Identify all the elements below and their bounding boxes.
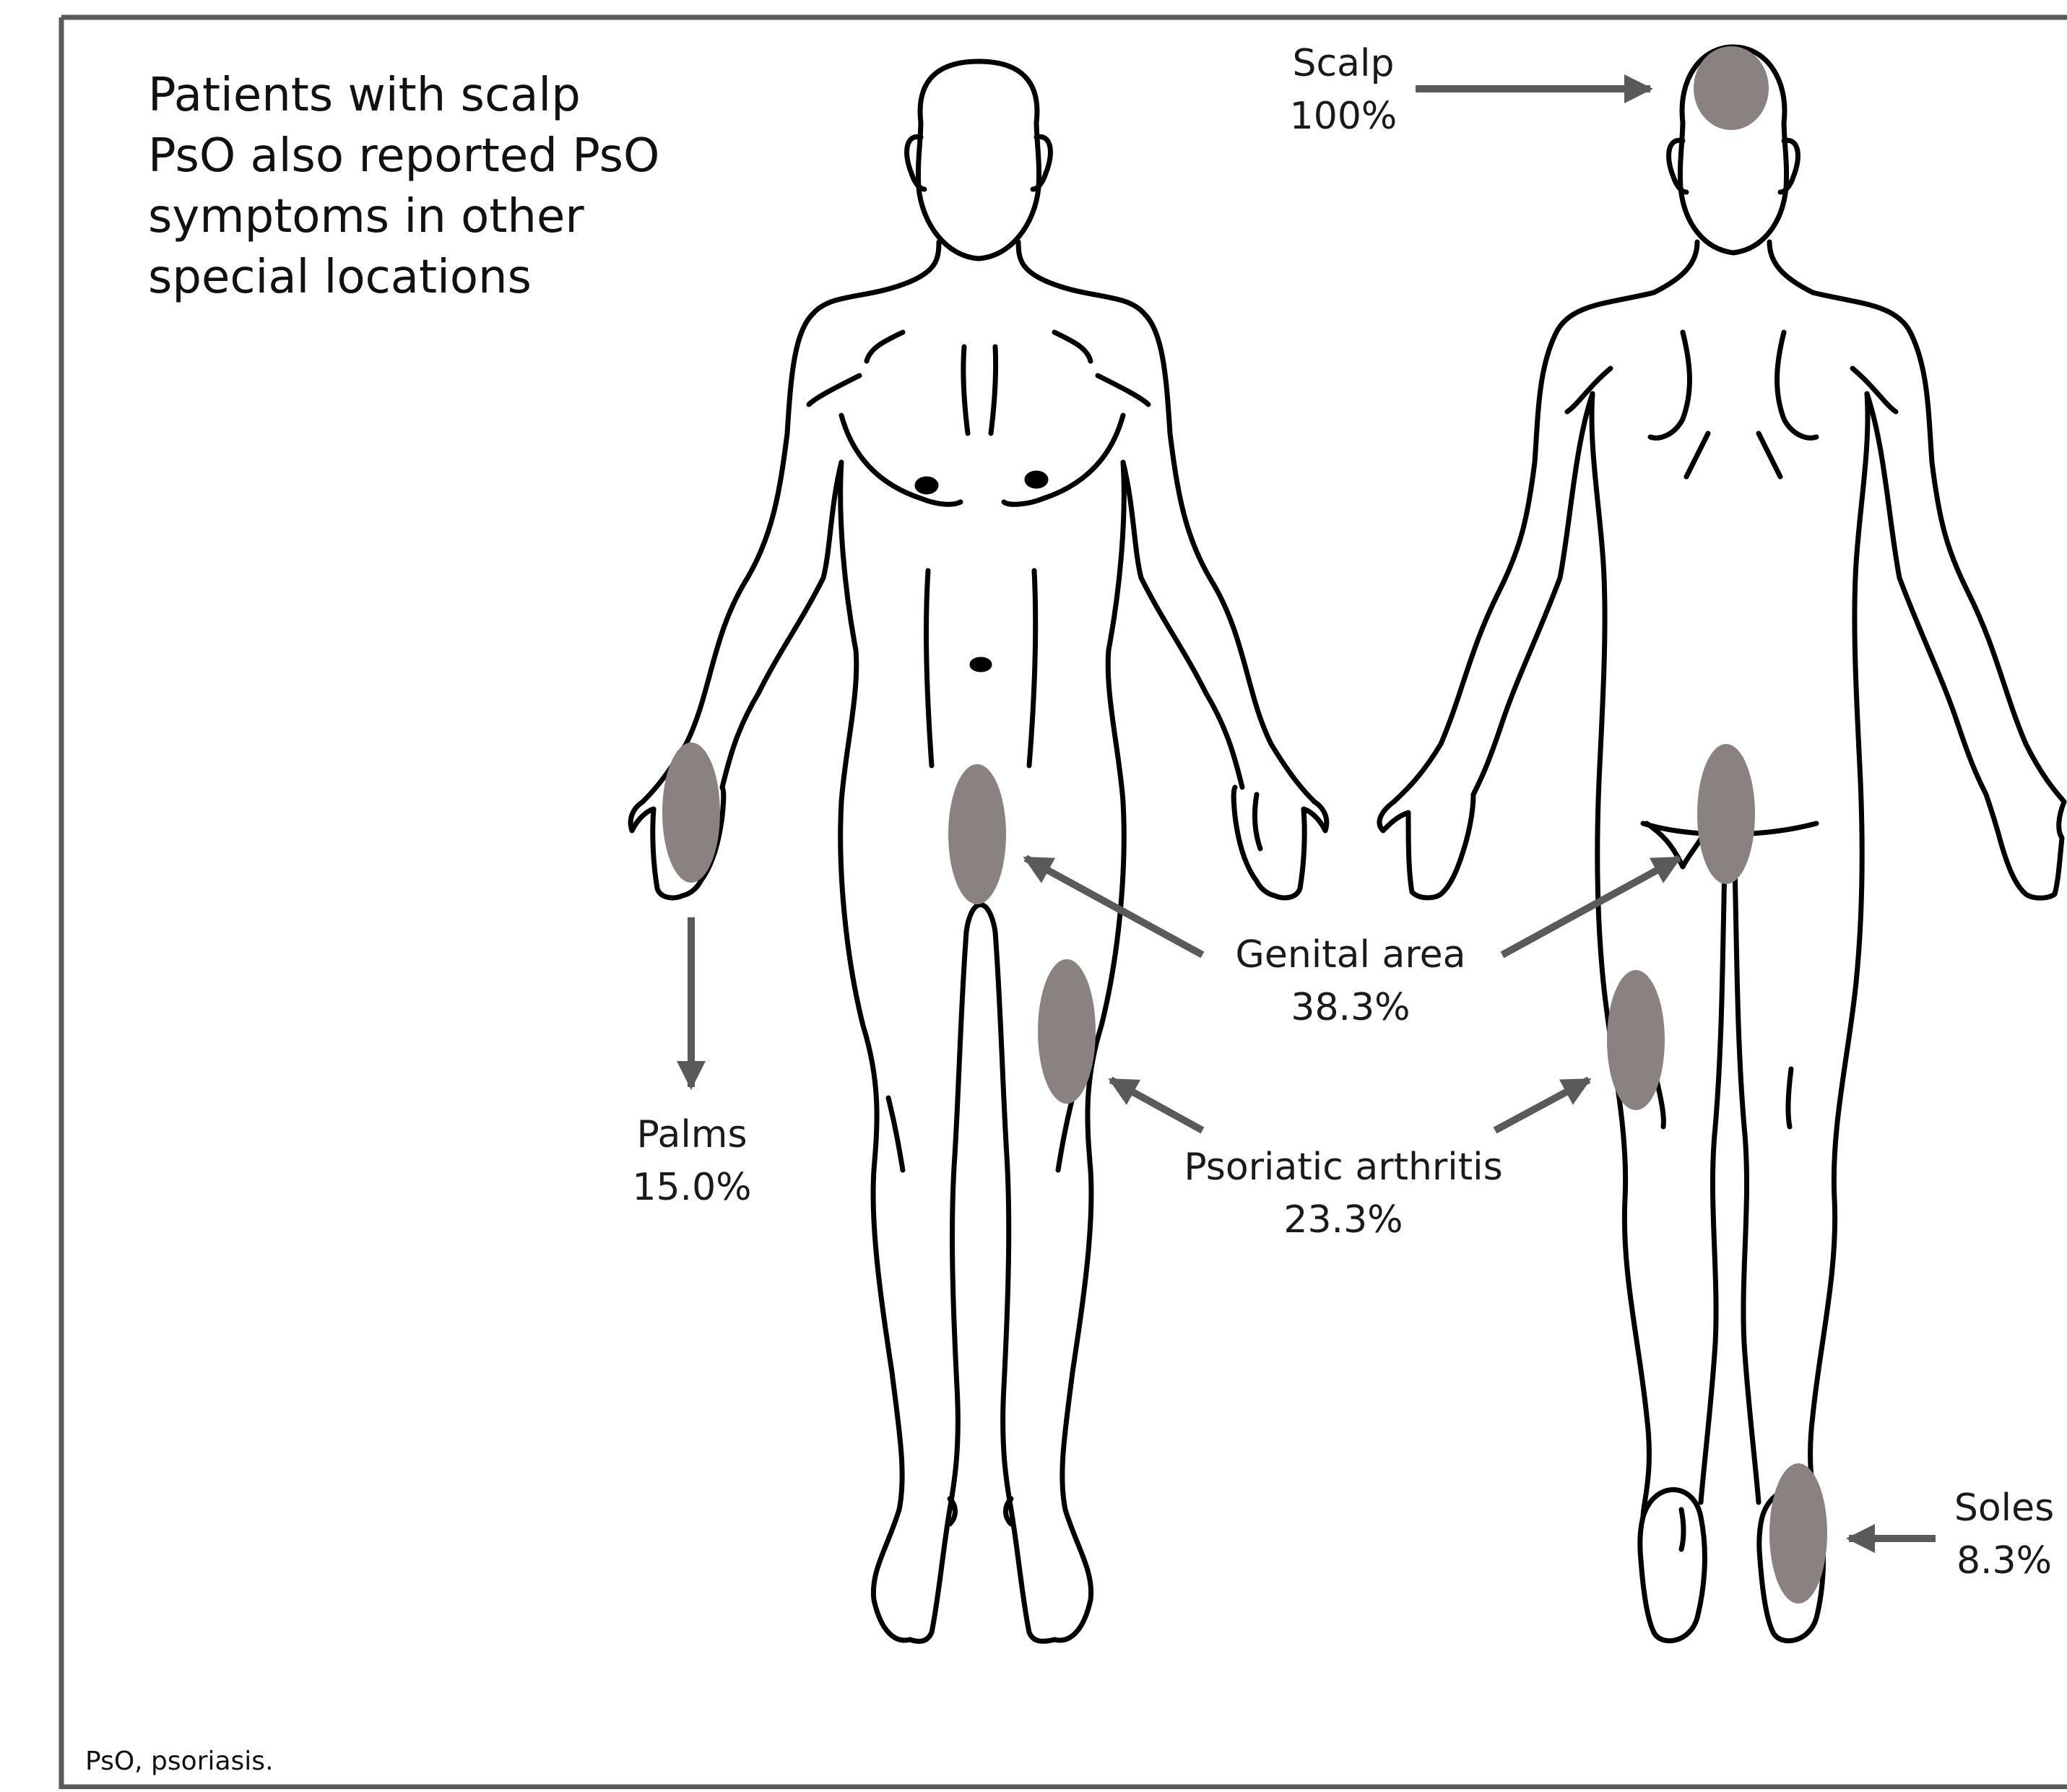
front-left-leg-inner — [910, 932, 966, 1641]
spot-knee-back — [1607, 970, 1665, 1110]
label-genital-area: Genital area 38.3% — [1195, 929, 1506, 1034]
spot-knee-front — [1038, 959, 1096, 1104]
back-right-shoulder-line — [1852, 368, 1896, 412]
footnote: PsO, psoriasis. — [85, 1746, 274, 1776]
back-left-hand — [1379, 795, 1473, 898]
back-right-leg-inner — [1735, 867, 1759, 1502]
front-neck-left — [910, 242, 939, 282]
arrow-arthritis-back — [1495, 1080, 1589, 1130]
back-neck-right — [1769, 242, 1813, 293]
back-left-foot — [1640, 1490, 1705, 1641]
front-right-clavicle — [1054, 332, 1091, 361]
label-soles: Soles 8.3% — [1946, 1482, 2062, 1588]
front-crotch — [966, 905, 995, 932]
arrow-arthritis-front — [1111, 1080, 1202, 1130]
front-right-pectoral — [1004, 415, 1123, 504]
back-right-hand — [1986, 795, 2064, 898]
back-right-leg-outer — [1811, 982, 1856, 1517]
front-abdomen-left — [927, 571, 932, 766]
spot-sole — [1769, 1463, 1827, 1603]
front-right-thumb — [1255, 795, 1260, 849]
back-left-heel-mark — [1681, 1510, 1684, 1549]
front-left-shoulder-line — [809, 376, 859, 404]
intro-text: Patients with scalp PsO also reported Ps… — [148, 65, 697, 308]
front-left-leg-outer — [841, 802, 910, 1640]
label-genital-area-value: 38.3% — [1195, 982, 1506, 1034]
back-left-scapula — [1650, 332, 1689, 438]
back-neck-left — [1654, 242, 1697, 293]
label-genital-area-name: Genital area — [1195, 929, 1506, 982]
front-head-outline — [918, 61, 1039, 259]
label-psoriatic-arthritis: Psoriatic arthritis 23.3% — [1156, 1141, 1531, 1247]
front-left-knee — [888, 1098, 903, 1170]
front-neck-right — [1018, 242, 1047, 282]
front-navel — [972, 659, 989, 670]
spot-palm — [662, 743, 720, 883]
front-left-clavicle — [867, 332, 903, 361]
back-right-flank — [1855, 394, 1868, 982]
front-abdomen-right — [1029, 571, 1036, 766]
front-sternum-left — [963, 347, 968, 433]
label-psoriatic-arthritis-name: Psoriatic arthritis — [1156, 1141, 1531, 1194]
back-torso-left — [1394, 293, 1654, 802]
spot-genital-front — [948, 764, 1006, 904]
label-scalp-name: Scalp — [1271, 38, 1416, 90]
back-right-spine-mark — [1759, 433, 1780, 477]
label-palms: Palms 15.0% — [620, 1109, 764, 1214]
front-right-flank — [1108, 462, 1124, 802]
arrow-genital-back — [1502, 858, 1679, 955]
front-left-pectoral — [841, 415, 961, 504]
label-palms-value: 15.0% — [620, 1161, 764, 1214]
label-soles-name: Soles — [1946, 1482, 2062, 1535]
spot-genital-back — [1697, 744, 1755, 884]
back-left-leg-inner — [1701, 867, 1725, 1502]
label-soles-value: 8.3% — [1946, 1535, 2062, 1588]
spot-scalp — [1694, 46, 1769, 130]
back-left-spine-mark — [1686, 433, 1708, 477]
front-left-arm-inner — [722, 462, 841, 787]
front-right-nipple — [1027, 473, 1046, 486]
back-right-scapula — [1777, 332, 1816, 438]
arrow-genital-front — [1026, 858, 1202, 955]
label-scalp: Scalp 100% — [1271, 38, 1416, 143]
back-right-calf-line — [1788, 1069, 1791, 1127]
label-psoriatic-arthritis-value: 23.3% — [1156, 1194, 1531, 1247]
front-right-knee — [1058, 1098, 1072, 1170]
label-scalp-value: 100% — [1271, 90, 1416, 143]
front-right-shoulder-line — [1098, 376, 1148, 404]
front-sternum-right — [991, 347, 996, 433]
front-torso-outline — [643, 282, 910, 802]
front-right-leg-outer — [1054, 802, 1124, 1640]
front-left-flank — [841, 462, 857, 802]
front-left-nipple — [917, 479, 936, 492]
front-right-hand — [1234, 787, 1327, 898]
label-palms-name: Palms — [620, 1109, 764, 1161]
front-torso-outline-right — [1047, 282, 1314, 802]
back-left-flank — [1592, 394, 1605, 982]
